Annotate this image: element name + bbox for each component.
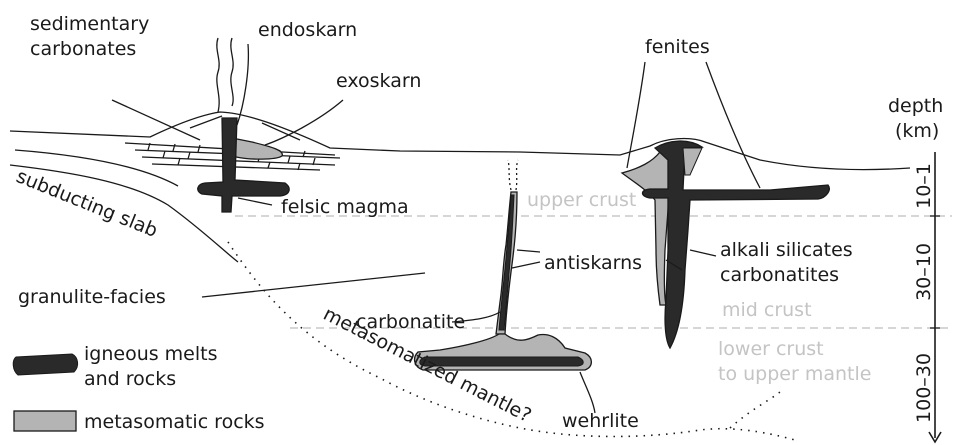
legend-label-metasomatic: metasomatic rocks: [84, 411, 265, 433]
label-granulite-facies: granulite-facies: [18, 286, 166, 308]
label-alkali-silicates: alkali silicates: [720, 239, 853, 261]
steam-wisps: [217, 38, 233, 112]
label-upper-crust: upper crust: [527, 189, 636, 211]
legend-swatch-metasomatic: [14, 411, 76, 431]
felsic-magma-body: [198, 118, 289, 212]
fenite-halo: [622, 148, 670, 305]
depth-tick-label-1: 10–1: [913, 163, 935, 209]
label-lower-crust: lower crust: [718, 338, 824, 360]
legend-swatch-igneous: [13, 354, 77, 375]
label-sedimentary: sedimentary: [30, 13, 149, 35]
label-carbonates: carbonates: [30, 38, 136, 60]
label-carbonatites: carbonatites: [720, 264, 839, 286]
label-antiskarns: antiskarns: [544, 252, 642, 274]
pipe-tip-dots: [508, 160, 518, 190]
depth-tick-label-2: 30–10: [913, 243, 935, 301]
label-wehrlite: wehrlite: [562, 410, 639, 432]
legend: igneous melts and rocks metasomatic rock…: [13, 343, 264, 433]
depth-tick-label-3: 100–30: [913, 353, 935, 423]
label-to-upper-mantle: to upper mantle: [718, 363, 871, 385]
label-fenites: fenites: [645, 36, 710, 58]
fenite-sliver: [683, 148, 702, 175]
label-felsic-magma: felsic magma: [281, 196, 409, 218]
legend-label-igneous-line1: igneous melts: [84, 343, 218, 365]
label-endoskarn: endoskarn: [258, 19, 357, 41]
depth-label-line2: (km): [895, 120, 939, 142]
label-exoskarn: exoskarn: [336, 70, 421, 92]
label-mid-crust: mid crust: [722, 299, 812, 321]
ground-surface-line: [10, 112, 910, 170]
legend-label-igneous-line2: and rocks: [84, 368, 176, 390]
depth-label-line1: depth: [888, 95, 943, 117]
